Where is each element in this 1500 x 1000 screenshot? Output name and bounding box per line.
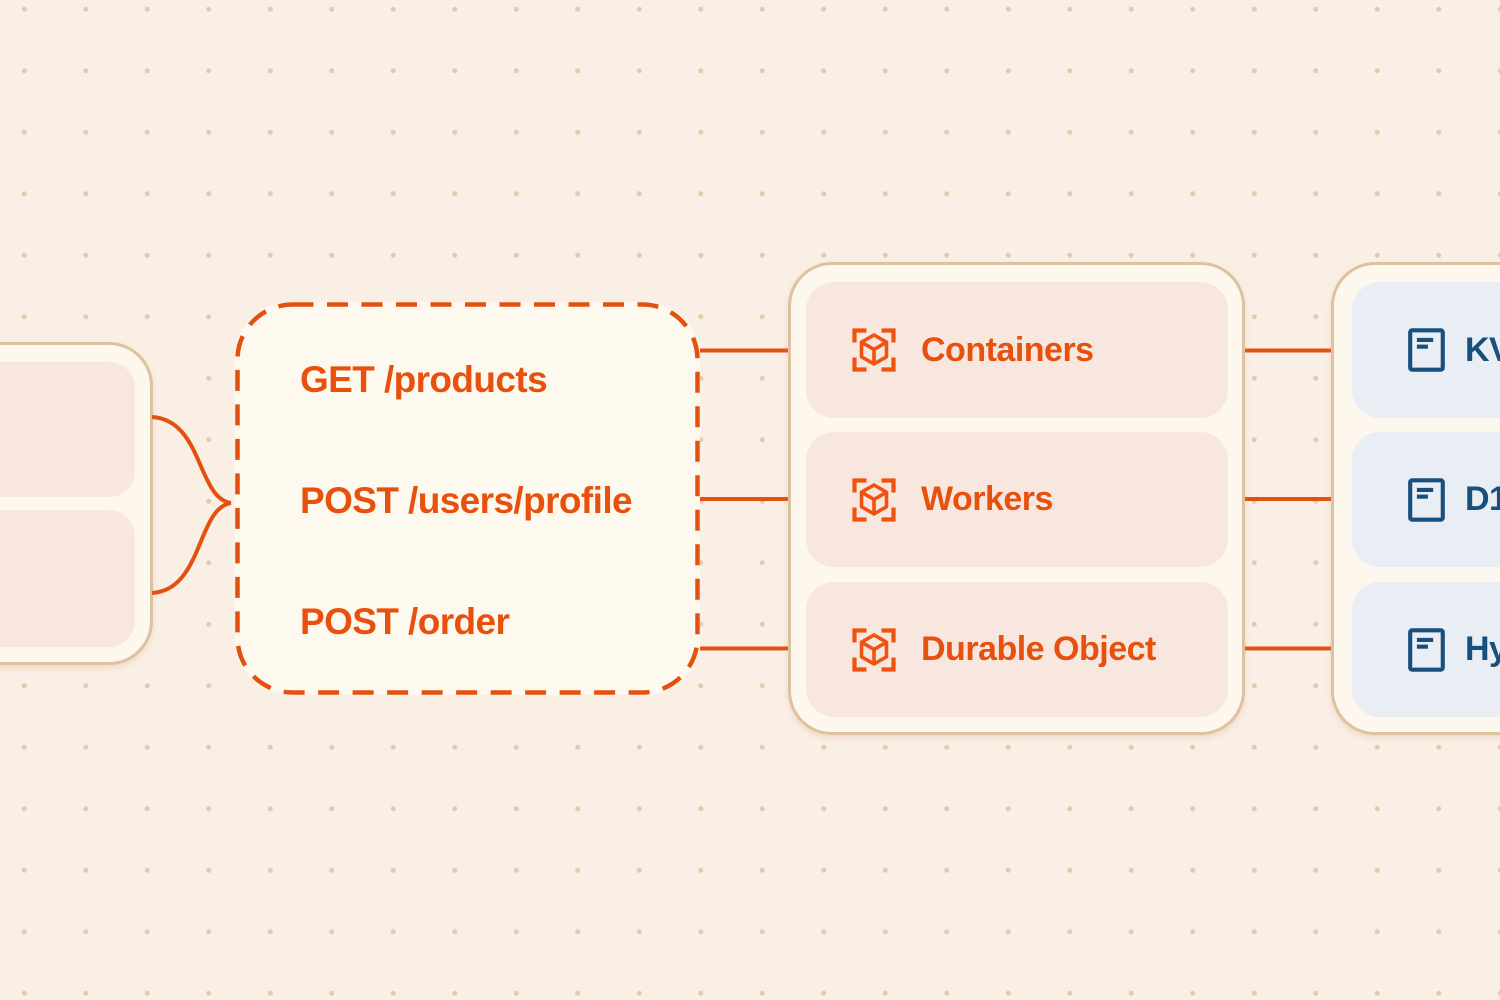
cube-brackets-icon bbox=[850, 626, 898, 674]
compute-item-label: Containers bbox=[921, 330, 1094, 369]
storage-item-label: KV bbox=[1465, 330, 1500, 369]
route-endpoint: POST /order bbox=[300, 601, 510, 642]
document-icon bbox=[1403, 627, 1449, 673]
fan-in-connector-top bbox=[151, 415, 232, 505]
client-node bbox=[0, 342, 153, 665]
route-endpoint: GET /products bbox=[300, 359, 548, 400]
storage-item-kv: KV bbox=[1352, 282, 1500, 418]
fan-in-connector-bottom bbox=[151, 501, 232, 595]
storage-item-hyperdrive: Hyperdrive bbox=[1352, 582, 1500, 717]
document-icon bbox=[1403, 477, 1449, 523]
storage-item-label: D1 bbox=[1465, 480, 1500, 518]
compute-item-label: Workers bbox=[921, 480, 1053, 518]
compute-item-label: Durable Object bbox=[921, 630, 1156, 668]
client-item bbox=[0, 362, 135, 497]
cube-brackets-icon bbox=[850, 476, 898, 524]
client-item bbox=[0, 510, 135, 647]
cube-brackets-icon bbox=[850, 326, 898, 374]
storage-item-label: Hyperdrive bbox=[1465, 630, 1500, 668]
compute-item-containers: Containers bbox=[806, 282, 1228, 418]
document-icon bbox=[1403, 327, 1449, 373]
compute-item-workers: Workers bbox=[806, 432, 1228, 567]
storage-item-d1: D1 bbox=[1352, 432, 1500, 567]
route-endpoint: POST /users/profile bbox=[300, 480, 633, 521]
compute-item-durable-object: Durable Object bbox=[806, 582, 1228, 717]
